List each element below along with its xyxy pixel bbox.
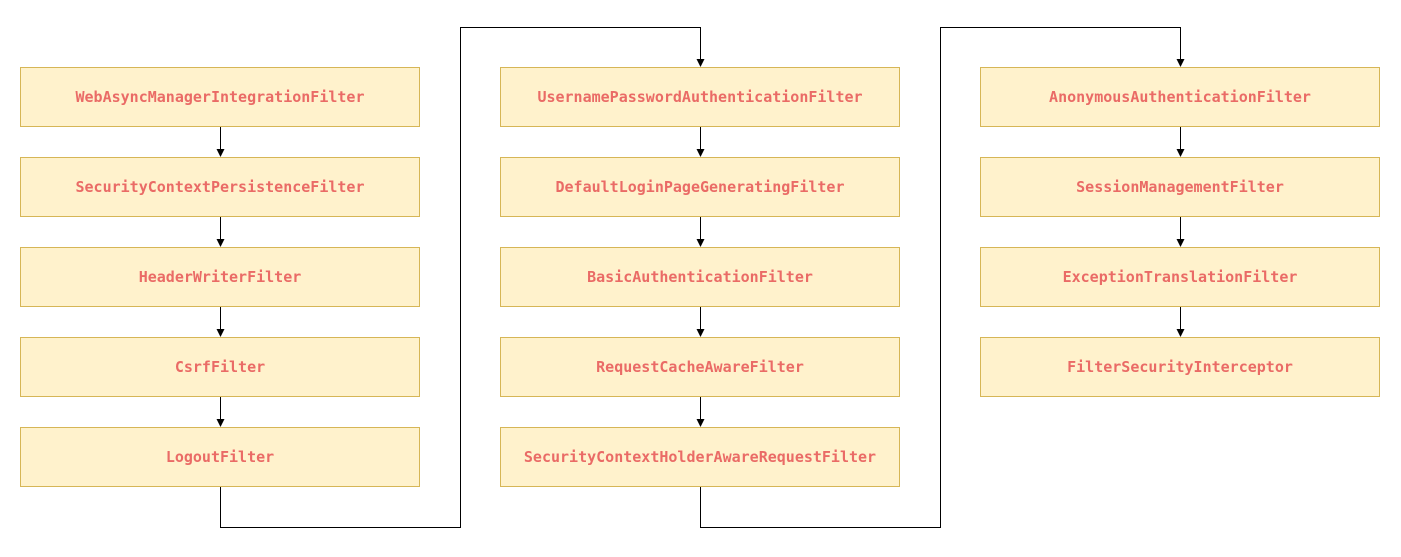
node-header-writer-filter: HeaderWriterFilter bbox=[20, 247, 420, 307]
node-security-context-holder-aware-request-filter: SecurityContextHolderAwareRequestFilter bbox=[500, 427, 900, 487]
node-username-password-authentication-filter: UsernamePasswordAuthenticationFilter bbox=[500, 67, 900, 127]
connector-col0-to-col1 bbox=[220, 27, 705, 528]
node-logout-filter: LogoutFilter bbox=[20, 427, 420, 487]
node-basic-authentication-filter: BasicAuthenticationFilter bbox=[500, 247, 900, 307]
node-csrf-filter: CsrfFilter bbox=[20, 337, 420, 397]
node-exception-translation-filter: ExceptionTranslationFilter bbox=[980, 247, 1380, 307]
node-request-cache-aware-filter: RequestCacheAwareFilter bbox=[500, 337, 900, 397]
node-default-login-page-generating-filter: DefaultLoginPageGeneratingFilter bbox=[500, 157, 900, 217]
node-filter-security-interceptor: FilterSecurityInterceptor bbox=[980, 337, 1380, 397]
node-session-management-filter: SessionManagementFilter bbox=[980, 157, 1380, 217]
node-web-async-manager-integration-filter: WebAsyncManagerIntegrationFilter bbox=[20, 67, 420, 127]
connector-col1-to-col2 bbox=[700, 27, 1185, 528]
node-security-context-persistence-filter: SecurityContextPersistenceFilter bbox=[20, 157, 420, 217]
node-anonymous-authentication-filter: AnonymousAuthenticationFilter bbox=[980, 67, 1380, 127]
